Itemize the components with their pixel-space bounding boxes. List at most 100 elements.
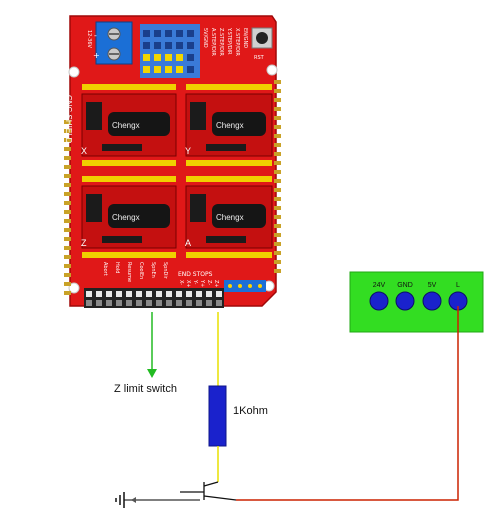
header-pin (176, 54, 183, 61)
power-voltage-label: 12-36V (86, 30, 92, 49)
edge-pin (274, 152, 281, 156)
end-stop-pin-label: Y- (192, 279, 198, 284)
edge-pin (64, 120, 71, 124)
header-pin (165, 54, 172, 61)
mounting-hole-icon (266, 64, 278, 76)
header-pin (216, 291, 222, 297)
header-pin (143, 42, 150, 49)
header-pin (106, 300, 112, 306)
power-terminal-label: L (456, 282, 460, 289)
power-terminal-24v (369, 291, 389, 311)
edge-pin (64, 183, 71, 187)
header-pin (86, 300, 92, 306)
power-terminal-label: 5V (428, 282, 437, 289)
edge-pin (274, 260, 281, 264)
red-signal-wire (236, 306, 459, 501)
control-pin-label: CoolEn (138, 262, 144, 279)
ground-arrow-icon (131, 497, 136, 503)
power-terminal-label: 24V (373, 282, 386, 289)
header-pin (187, 54, 194, 61)
left-edge-pins (64, 120, 71, 295)
header-pin (216, 300, 222, 306)
edge-pin (274, 188, 281, 192)
edge-pin (64, 156, 71, 160)
header-pin (206, 300, 212, 306)
edge-pin (64, 201, 71, 205)
header-pin (143, 54, 150, 61)
edge-pin (64, 264, 71, 268)
header-pin (136, 291, 142, 297)
edge-pin (64, 282, 71, 286)
header-pin (143, 30, 150, 37)
edge-pin (274, 269, 281, 273)
header-pin (166, 300, 172, 306)
end-stop-pin-label: Y+ (199, 279, 205, 287)
control-pin-label: SpnEn (150, 262, 156, 278)
resistor-value-label: 1Kohm (233, 405, 268, 417)
control-pin-label: SpnDir (162, 262, 168, 280)
top-header-label: 5V/GND (202, 28, 208, 48)
control-pin-label: Hold (114, 262, 120, 273)
header-pin (143, 66, 150, 73)
header-pin (176, 291, 182, 297)
header-pin (187, 42, 194, 49)
header-pin (96, 300, 102, 306)
cnc-shield-board: - + 12-36V EN/GNDX.STEP/DIRY.STEP/DIRZ.S… (64, 15, 281, 308)
header-pin (196, 291, 202, 297)
header-pin (106, 291, 112, 297)
header-pin (176, 30, 183, 37)
power-terminal (95, 21, 133, 65)
header-pin (165, 66, 172, 73)
resistor-body (208, 385, 227, 447)
control-pin-label: Resume (126, 262, 132, 282)
edge-pin (64, 174, 71, 178)
edge-pin (64, 237, 71, 241)
edge-pin (274, 80, 281, 84)
header-pin (154, 66, 161, 73)
top-header-labels: EN/GNDX.STEP/DIRY.STEP/DIRZ.STEP/DIRA.ST… (202, 27, 248, 56)
header-pin (136, 300, 142, 306)
end-stop-pin-header (84, 288, 224, 308)
edge-pin (274, 134, 281, 138)
edge-pin (274, 224, 281, 228)
capacitor-brand-label: Chengx (112, 121, 140, 130)
top-header-label: EN/GND (242, 28, 248, 48)
header-pin (187, 30, 194, 37)
header-pin (196, 300, 202, 306)
edge-pin (64, 228, 71, 232)
header-pin (176, 42, 183, 49)
right-jumper-strip (224, 280, 266, 292)
top-pin-header (140, 24, 200, 78)
edge-pin (64, 138, 71, 142)
axis-label: Z (81, 238, 87, 248)
edge-pin (274, 161, 281, 165)
header-pin (96, 291, 102, 297)
header-pin (116, 300, 122, 306)
mounting-hole-icon (68, 282, 80, 294)
top-header-label: A.STEP/DIR (210, 28, 216, 56)
reset-label: RST (254, 55, 265, 61)
header-pin (146, 300, 152, 306)
top-header-label: Z.STEP/DIR (218, 28, 224, 56)
edge-pin (274, 89, 281, 93)
header-pin (206, 291, 212, 297)
reset-button (251, 27, 273, 49)
z-limit-switch-label: Z limit switch (114, 383, 177, 395)
end-stop-pin-label: Z+ (213, 280, 219, 288)
power-terminal-gnd (395, 291, 415, 311)
header-pin (165, 30, 172, 37)
arrow-down-icon (147, 369, 157, 378)
edge-pin (274, 206, 281, 210)
edge-pin (274, 179, 281, 183)
header-pin (126, 300, 132, 306)
ground-symbol-icon (115, 492, 125, 508)
header-pin (186, 300, 192, 306)
edge-pin (274, 170, 281, 174)
edge-pin (274, 125, 281, 129)
